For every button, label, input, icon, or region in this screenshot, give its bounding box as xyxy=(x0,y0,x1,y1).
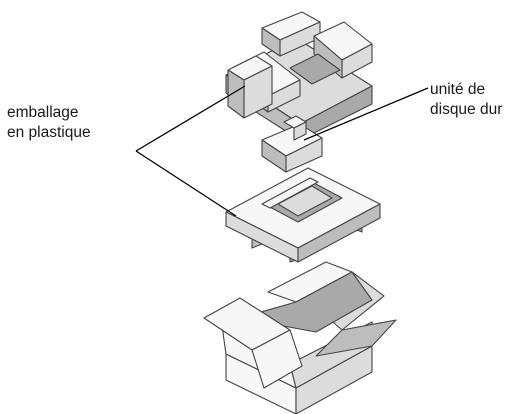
label-drive-line-1: unité de xyxy=(430,81,486,98)
shipping-box xyxy=(203,261,397,414)
plastic-packaging-top xyxy=(225,11,373,141)
label-plastic-line-2: en plastique xyxy=(7,124,91,141)
leader-lines xyxy=(135,85,429,217)
label-hard-drive: unité de disque dur xyxy=(430,80,502,120)
label-plastic-line-1: emballage xyxy=(7,104,79,121)
leader-line-top xyxy=(135,85,246,152)
leader-line-bottom xyxy=(135,150,237,217)
label-drive-line-2: disque dur xyxy=(430,101,503,118)
plastic-packaging-bottom xyxy=(225,167,381,263)
hard-drive xyxy=(261,115,323,173)
leader-line-drive xyxy=(303,87,429,141)
label-plastic-packaging: emballage en plastique xyxy=(7,103,91,143)
